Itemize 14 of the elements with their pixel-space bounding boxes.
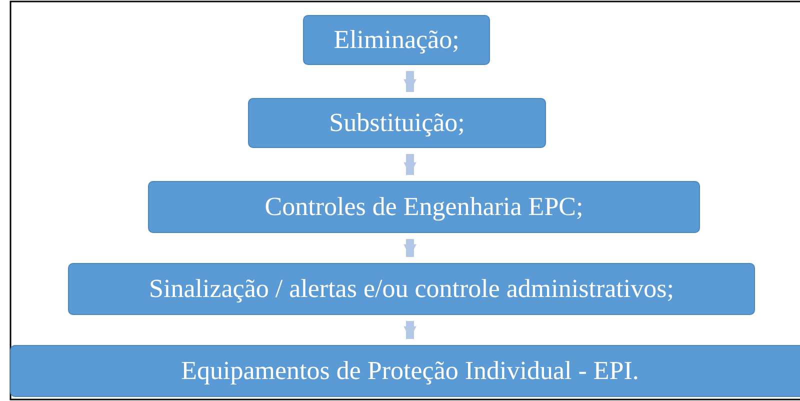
process-box <box>303 15 490 65</box>
arrow <box>404 71 416 92</box>
step-label: Sinalização / alertas e/ou controle administrativos; <box>149 274 674 304</box>
process-box <box>10 345 800 397</box>
arrow <box>404 239 416 257</box>
process-box <box>148 181 700 233</box>
arrow <box>404 154 416 175</box>
process-box <box>248 98 546 148</box>
step-label: Eliminação; <box>334 25 460 55</box>
step-label: Substituição; <box>329 108 465 138</box>
arrow <box>404 321 416 339</box>
step-label: Controles de Engenharia EPC; <box>264 192 584 222</box>
step-label: Equipamentos de Proteção Individual - EPI. <box>181 356 639 386</box>
process-box <box>68 263 755 315</box>
